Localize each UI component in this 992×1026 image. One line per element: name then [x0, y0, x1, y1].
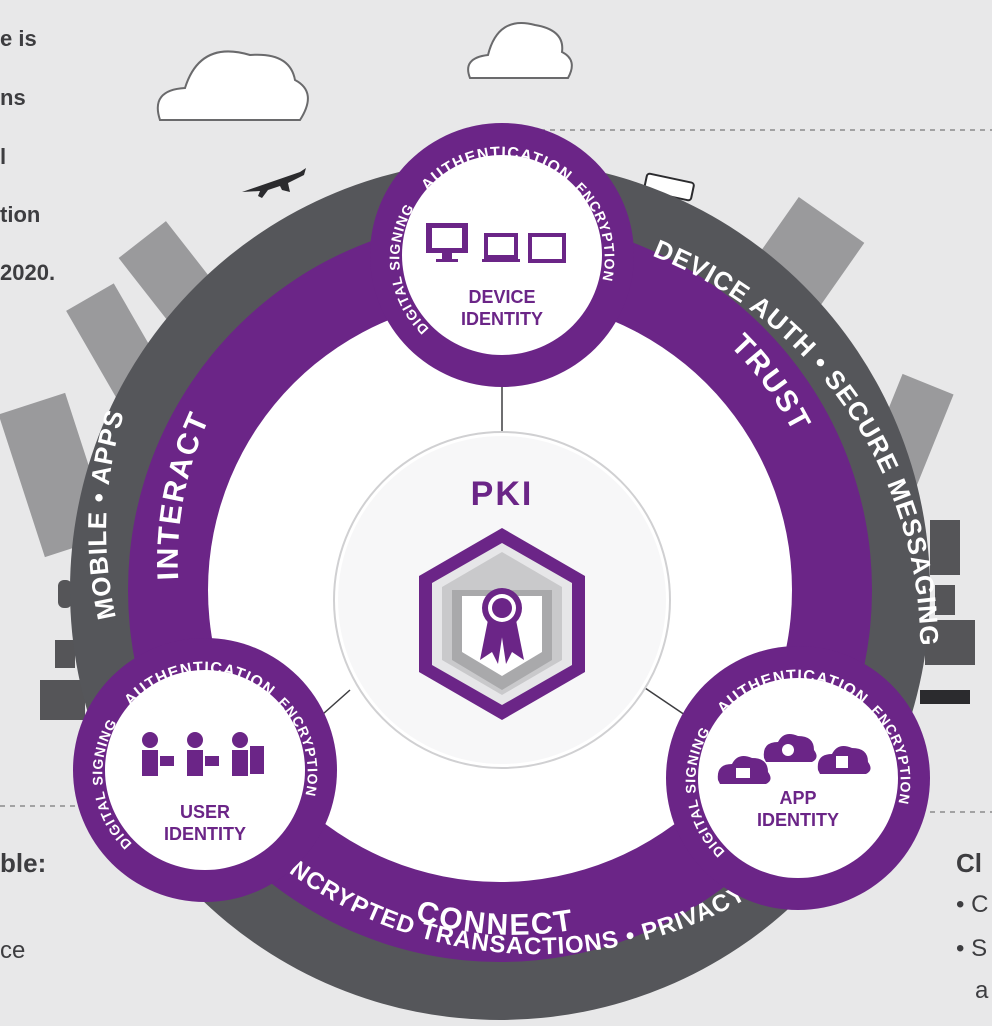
right-heading: Cl — [956, 848, 982, 878]
app-identity-line-2: IDENTITY — [757, 810, 839, 830]
left-bottom-line: ce — [0, 937, 26, 964]
users-at-computers-icon — [142, 732, 264, 776]
cloud-left — [156, 50, 309, 121]
pki-label: PKI — [471, 475, 534, 513]
left-text-line-1: e is — [0, 26, 37, 51]
cloud-right — [467, 22, 573, 79]
right-bullet-2: • S — [956, 935, 988, 962]
left-text-line-5: 2020. — [0, 260, 56, 285]
cloud-apps-icon — [717, 734, 871, 784]
device-identity-line-2: IDENTITY — [461, 309, 543, 329]
devices-icon — [426, 223, 566, 263]
user-identity-line-2: IDENTITY — [164, 824, 246, 844]
airplane-icon — [242, 168, 306, 198]
app-identity-line-1: APP — [779, 788, 816, 808]
left-text-line-2: ns — [0, 85, 26, 110]
pki-center: PKI — [333, 431, 671, 769]
node-app-identity: AUTHENTICATION DIGITAL SIGNING ENCRYPTIO… — [666, 646, 930, 910]
connector-right — [644, 687, 686, 716]
right-bullet-2-continued: a — [975, 977, 989, 1004]
user-identity-line-1: USER — [180, 802, 230, 822]
left-text-line-4: tion — [0, 202, 41, 227]
node-device-identity: AUTHENTICATION DIGITAL SIGNING ENCRYPTIO… — [370, 123, 634, 387]
certificate-badge-icon — [480, 588, 524, 664]
left-text-line-3: l — [0, 144, 7, 169]
device-identity-line-1: DEVICE — [468, 287, 535, 307]
left-bottom-heading: ble: — [0, 848, 47, 878]
right-bullet-1: • C — [956, 891, 989, 918]
node-user-identity: AUTHENTICATION DIGITAL SIGNING ENCRYPTIO… — [73, 638, 337, 902]
